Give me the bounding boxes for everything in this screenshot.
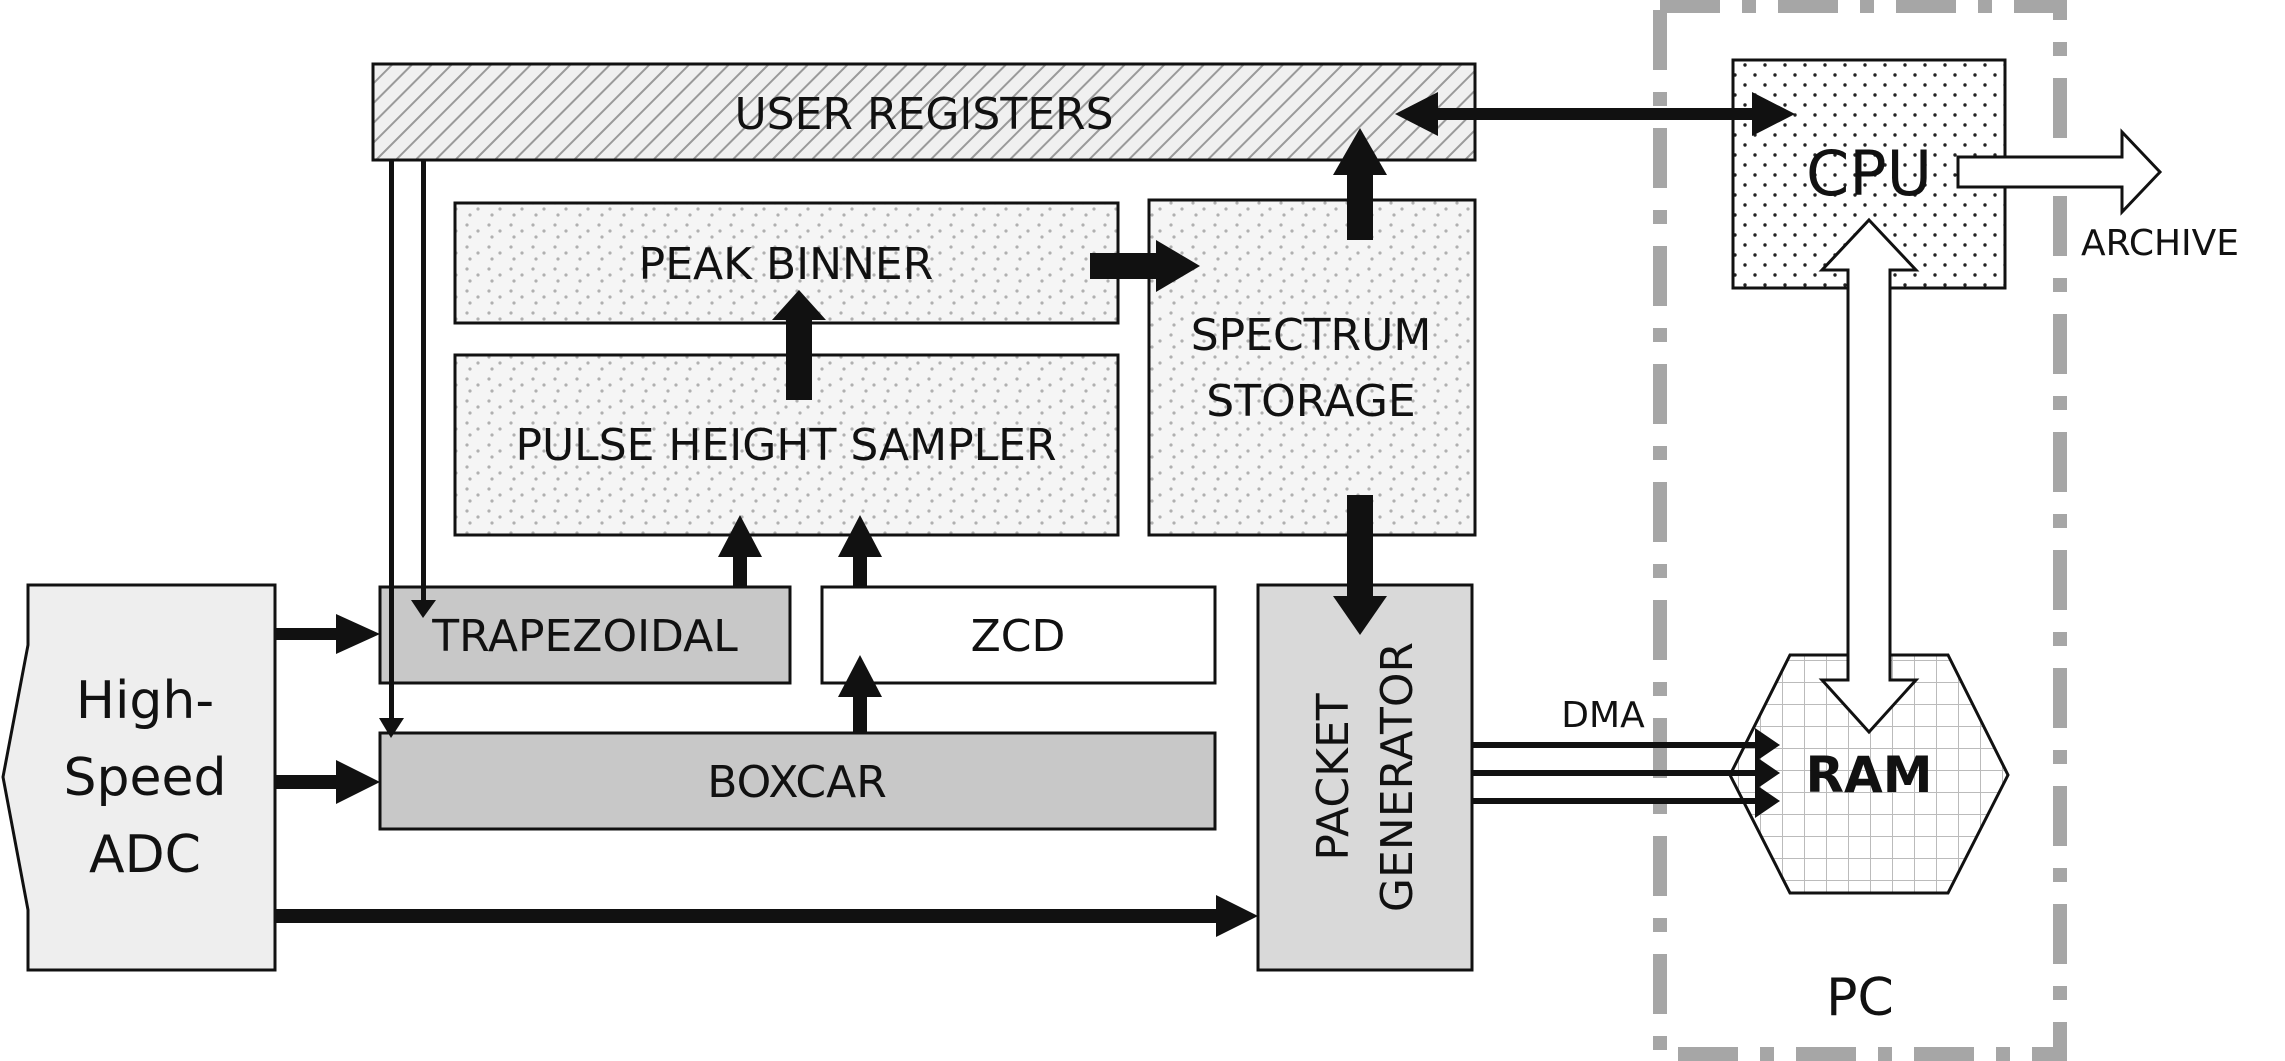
zcd-label: ZCD [971,611,1066,662]
packet-generator-label-line1: PACKET [1308,693,1359,860]
cpu-ram-bidirectional-arrow [1818,217,1920,735]
cpu-label: CPU [1806,137,1932,210]
dma-arrows [1472,728,1780,818]
spectrum-storage-label-line2: STORAGE [1206,376,1415,427]
zcd-block: ZCD [820,585,1217,685]
spectrum-storage-label-line1: SPECTRUM [1191,310,1432,361]
cpu-to-archive-arrow [1956,128,2163,216]
pulse-height-sampler-label: PULSE HEIGHT SAMPLER [515,420,1056,471]
archive-label: ARCHIVE [2081,223,2239,264]
packet-generator-label-line2: GENERATOR [1372,642,1423,912]
boxcar-to-zcd-arrow [838,655,882,733]
high-speed-adc-block: High- Speed ADC [1,583,277,972]
spectrum-storage-block: SPECTRUM STORAGE [1147,198,1477,537]
user-registers-label: USER REGISTERS [734,89,1113,140]
binner-to-storage-arrow [1090,240,1200,292]
peak-binner-label: PEAK BINNER [639,239,934,290]
adc-to-packet-generator-arrow [275,895,1258,937]
peak-binner-block: PEAK BINNER [453,201,1120,325]
trapezoidal-block: TRAPEZOIDAL [378,585,792,685]
boxcar-block: BOXCAR [378,731,1217,831]
sampler-to-binner-arrow [772,290,826,400]
adc-to-trapezoidal-arrow [275,614,380,654]
adc-label-line1: High- [76,671,214,731]
zcd-to-sampler-arrow [838,515,882,587]
dma-label: DMA [1561,695,1645,736]
pc-label: PC [1826,968,1894,1028]
packet-generator-block: PACKET GENERATOR [1256,583,1474,972]
adc-label-line2: Speed [63,748,226,808]
boxcar-label: BOXCAR [707,757,887,808]
pc-boundary [1653,0,2067,1061]
ram-block: RAM [1728,653,2010,895]
register-to-filters-lines [379,160,436,738]
adc-label-line3: ADC [89,825,201,885]
storage-to-packet-arrow [1333,495,1387,635]
user-registers-block: USER REGISTERS [371,62,1477,162]
adc-to-boxcar-arrow [275,760,380,804]
trapezoidal-label: TRAPEZOIDAL [431,611,738,662]
storage-to-registers-arrow [1333,128,1387,240]
ram-label: RAM [1806,746,1933,804]
registers-cpu-bidirectional-arrow [1395,92,1795,136]
trapezoidal-to-sampler-arrow [718,515,762,587]
